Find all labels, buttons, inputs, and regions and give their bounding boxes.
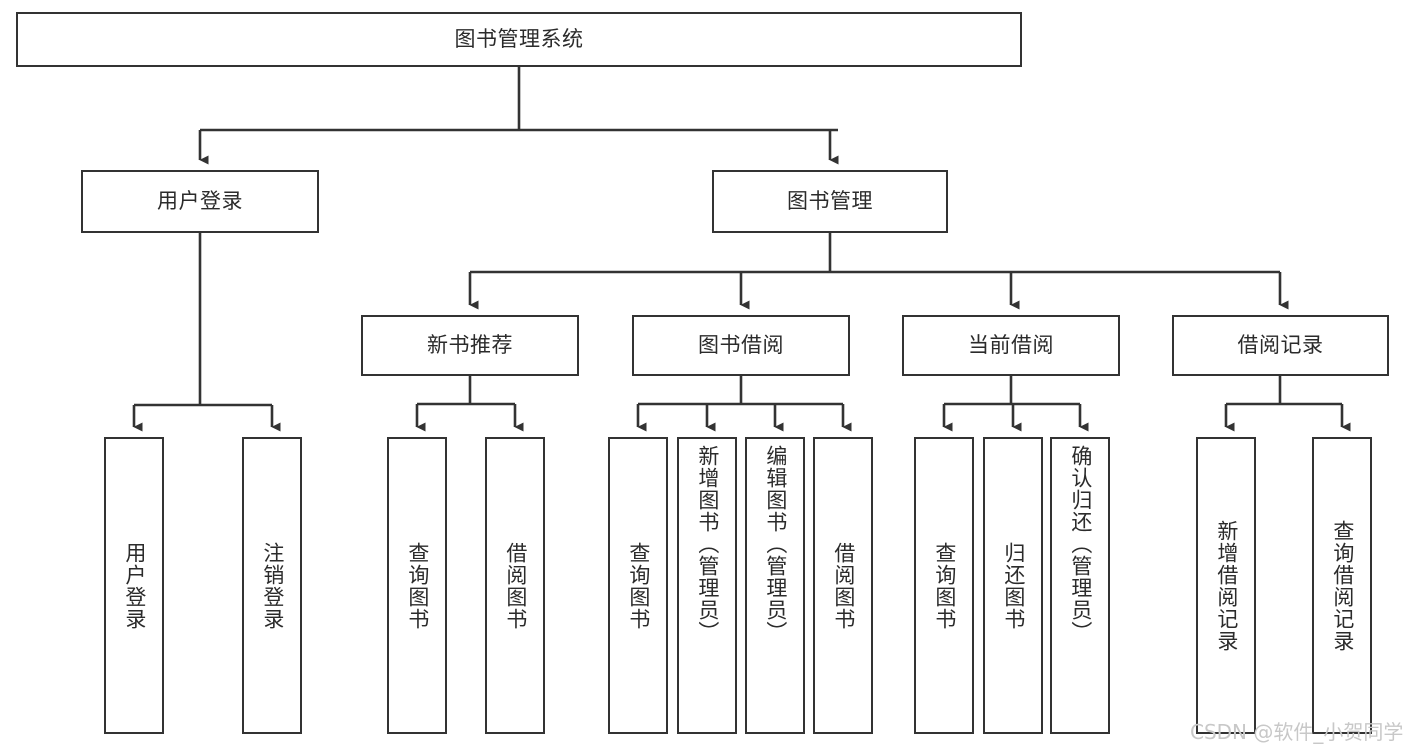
node-book-borrow[interactable]: 图书借阅: [632, 315, 850, 376]
node-leaf-borrow-book-2-label: 借阅图书: [831, 541, 856, 630]
node-leaf-add-record-label: 新增借阅记录: [1214, 519, 1239, 652]
node-leaf-add-book[interactable]: 新增图书（管理员）: [677, 437, 737, 734]
node-leaf-confirm-return[interactable]: 确认归还（管理员）: [1050, 437, 1110, 734]
node-book-borrow-label: 图书借阅: [698, 333, 784, 358]
node-leaf-query-record[interactable]: 查询借阅记录: [1312, 437, 1372, 734]
node-leaf-logout-label: 注销登录: [260, 541, 285, 630]
node-leaf-return-book-label: 归还图书: [1001, 541, 1026, 630]
watermark-text: CSDN @软件_小贺同学: [1190, 720, 1404, 744]
node-leaf-edit-book-label: 编辑图书（管理员）: [763, 445, 788, 643]
node-book-manage-label: 图书管理: [787, 189, 873, 214]
node-leaf-borrow-book-2[interactable]: 借阅图书: [813, 437, 873, 734]
node-leaf-query-book-2[interactable]: 查询图书: [608, 437, 668, 734]
node-leaf-user-login-label: 用户登录: [122, 541, 147, 630]
node-leaf-query-book-2-label: 查询图书: [626, 541, 651, 630]
node-root[interactable]: 图书管理系统: [16, 12, 1022, 67]
node-leaf-add-record[interactable]: 新增借阅记录: [1196, 437, 1256, 734]
node-leaf-query-record-label: 查询借阅记录: [1330, 519, 1355, 652]
node-leaf-borrow-book-1[interactable]: 借阅图书: [485, 437, 545, 734]
node-current-borrow[interactable]: 当前借阅: [902, 315, 1120, 376]
node-leaf-edit-book[interactable]: 编辑图书（管理员）: [745, 437, 805, 734]
node-root-label: 图书管理系统: [454, 27, 584, 52]
node-leaf-borrow-book-1-label: 借阅图书: [503, 541, 528, 630]
node-leaf-query-book-3-label: 查询图书: [932, 541, 957, 630]
node-leaf-confirm-return-label: 确认归还（管理员）: [1068, 445, 1093, 643]
node-leaf-add-book-label: 新增图书（管理员）: [695, 445, 720, 643]
node-leaf-query-book-1-label: 查询图书: [405, 541, 430, 630]
node-user-login-label: 用户登录: [157, 189, 243, 214]
node-new-book-rec[interactable]: 新书推荐: [361, 315, 579, 376]
node-book-manage[interactable]: 图书管理: [712, 170, 948, 233]
node-leaf-query-book-3[interactable]: 查询图书: [914, 437, 974, 734]
node-new-book-rec-label: 新书推荐: [427, 333, 513, 358]
node-borrow-record[interactable]: 借阅记录: [1172, 315, 1389, 376]
node-leaf-logout[interactable]: 注销登录: [242, 437, 302, 734]
node-leaf-return-book[interactable]: 归还图书: [983, 437, 1043, 734]
node-leaf-user-login[interactable]: 用户登录: [104, 437, 164, 734]
node-borrow-record-label: 借阅记录: [1237, 333, 1324, 358]
node-user-login[interactable]: 用户登录: [81, 170, 319, 233]
node-leaf-query-book-1[interactable]: 查询图书: [387, 437, 447, 734]
node-current-borrow-label: 当前借阅: [968, 333, 1054, 358]
